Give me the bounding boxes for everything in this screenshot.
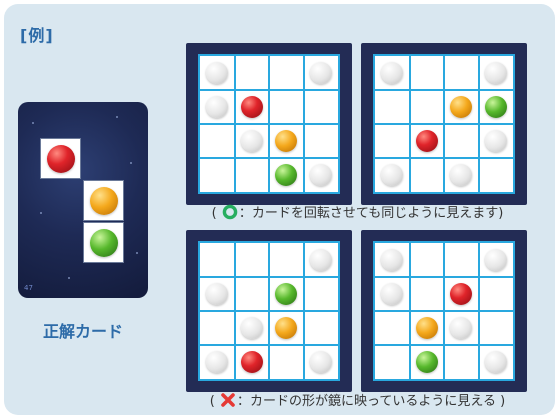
star-dot: [136, 252, 138, 254]
caption-paren: (: [209, 394, 215, 409]
wrong-caption: ( ：カードの形が鏡に映っているように見える ): [160, 390, 555, 412]
ball-white: [206, 351, 229, 373]
card-cell: [83, 180, 124, 221]
ball-red: [240, 96, 263, 118]
example-title: [例]: [20, 26, 54, 45]
circle-icon: [222, 204, 238, 224]
wrong-caption-text: ：カードの形が鏡に映っているように見える ): [237, 394, 506, 409]
ball-white: [484, 62, 507, 84]
ball-white: [381, 283, 404, 305]
grid-line: [302, 243, 305, 379]
grid-line: [200, 344, 338, 346]
ball-white: [206, 283, 229, 305]
ball-white: [381, 164, 404, 186]
grid-line: [200, 310, 338, 312]
ball-white: [450, 317, 473, 339]
grid-line: [375, 157, 513, 159]
card-ball-orange: [90, 187, 118, 215]
ball-white: [381, 249, 404, 271]
star-dot: [40, 212, 42, 214]
board-grid: [198, 241, 340, 381]
grid-line: [375, 344, 513, 346]
correct-caption: ( ：カードを回転させても同じように見えます): [160, 202, 555, 224]
ball-white: [206, 96, 229, 118]
board-grid: [198, 54, 340, 194]
star-dot: [116, 116, 118, 118]
ball-green: [415, 351, 438, 373]
ball-green: [484, 96, 507, 118]
card-ball-green: [90, 229, 118, 257]
ball-red: [415, 130, 438, 152]
board-grid: [373, 54, 515, 194]
ball-red: [450, 283, 473, 305]
grid-line: [477, 56, 480, 192]
ball-white: [240, 317, 263, 339]
grid-line: [477, 243, 480, 379]
ball-white: [484, 351, 507, 373]
ball-orange: [450, 96, 473, 118]
caption-paren: (: [211, 206, 217, 221]
grid-line: [200, 123, 338, 125]
ball-white: [484, 130, 507, 152]
grid-line: [375, 123, 513, 125]
card-ball-red: [47, 145, 75, 173]
ball-white: [309, 249, 332, 271]
ball-orange: [415, 317, 438, 339]
correct-caption-text: ：カードを回転させても同じように見えます): [238, 206, 504, 221]
board-grid: [373, 241, 515, 381]
ball-white: [309, 351, 332, 373]
ball-white: [450, 164, 473, 186]
ball-red: [240, 351, 263, 373]
star-dot: [68, 277, 70, 279]
ball-white: [206, 62, 229, 84]
answer-card-label: 正解カード: [42, 322, 123, 341]
ball-white: [484, 249, 507, 271]
answer-card: 47: [18, 102, 148, 298]
card-cell: [83, 222, 124, 263]
ball-white: [309, 164, 332, 186]
ball-green: [275, 164, 298, 186]
ball-white: [240, 130, 263, 152]
board-wrong-2: [361, 230, 527, 392]
board-correct-1: [186, 43, 352, 205]
ball-orange: [275, 317, 298, 339]
grid-line: [302, 56, 305, 192]
board-wrong-1: [186, 230, 352, 392]
star-dot: [32, 122, 34, 124]
ball-orange: [275, 130, 298, 152]
ball-white: [309, 62, 332, 84]
card-number: 47: [24, 284, 33, 292]
grid-line: [375, 310, 513, 312]
grid-line: [200, 157, 338, 159]
ball-green: [275, 283, 298, 305]
ball-white: [381, 62, 404, 84]
star-dot: [130, 162, 132, 164]
card-cell: [40, 138, 81, 179]
cross-icon: [220, 392, 236, 412]
board-correct-2: [361, 43, 527, 205]
